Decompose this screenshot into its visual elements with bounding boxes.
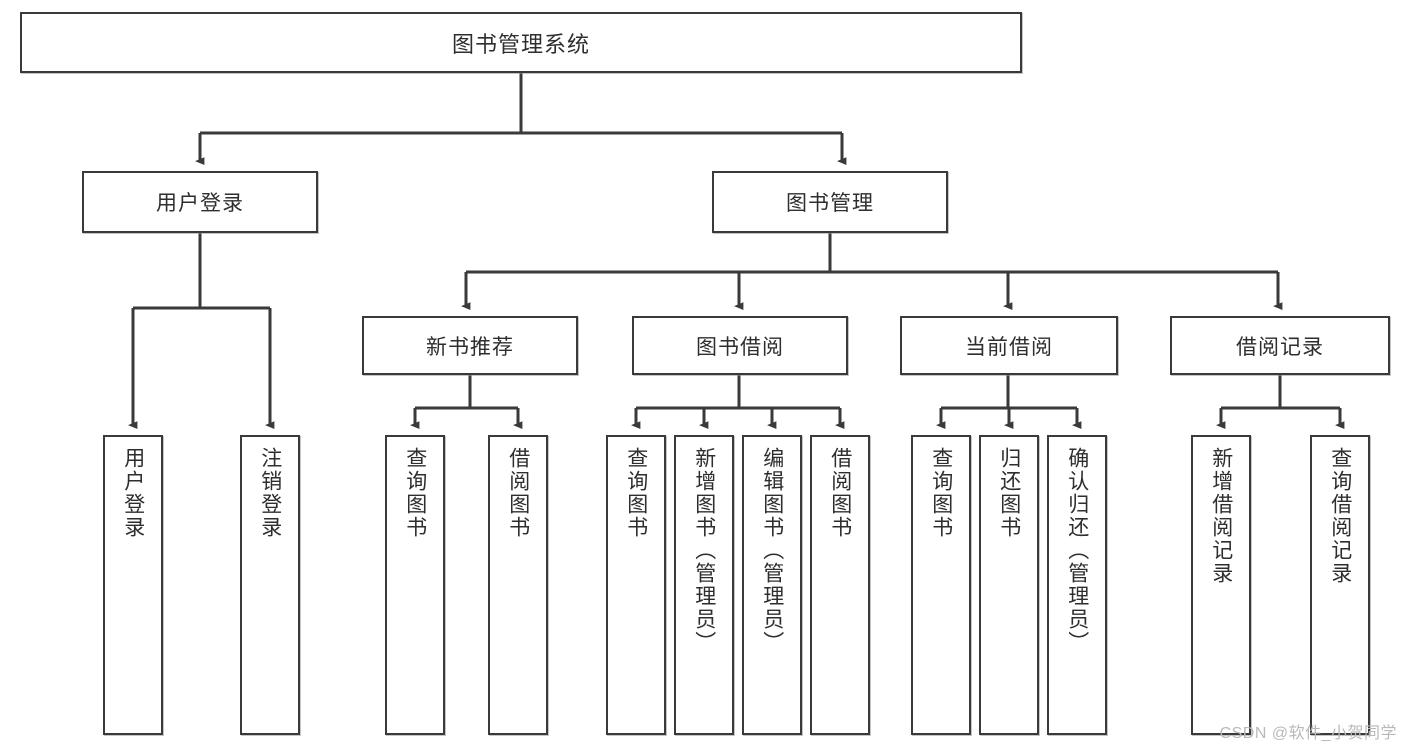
node-new-book-recommend-label: 新书推荐 xyxy=(426,335,514,359)
leaf-borrow-borrow-book[interactable]: 借阅图书 xyxy=(810,435,870,735)
leaf-borrow-query-book[interactable]: 查询图书 xyxy=(606,435,666,735)
leaf-label: 注销登录 xyxy=(258,447,282,539)
leaf-label: 查询借阅记录 xyxy=(1328,447,1352,585)
csdn-watermark: CSDN @软件_小贺同学 xyxy=(1219,725,1397,742)
leaf-label: 确认归还（管理员） xyxy=(1065,447,1089,654)
leaf-new-book-query[interactable]: 查询图书 xyxy=(385,435,445,735)
leaf-label: 查询图书 xyxy=(403,447,427,539)
leaf-user-login-signin[interactable]: 用户登录 xyxy=(103,435,163,735)
leaf-label: 借阅图书 xyxy=(506,447,530,539)
leaf-current-confirm-return-admin[interactable]: 确认归还（管理员） xyxy=(1047,435,1107,735)
leaf-label: 用户登录 xyxy=(121,447,145,539)
leaf-record-add-record[interactable]: 新增借阅记录 xyxy=(1191,435,1251,735)
leaf-new-book-borrow[interactable]: 借阅图书 xyxy=(488,435,548,735)
leaf-record-query-record[interactable]: 查询借阅记录 xyxy=(1310,435,1370,735)
node-user-login-label: 用户登录 xyxy=(156,192,244,215)
leaf-borrow-add-book-admin[interactable]: 新增图书（管理员） xyxy=(674,435,734,735)
node-book-borrow-label: 图书借阅 xyxy=(696,335,784,359)
leaf-label: 查询图书 xyxy=(624,447,648,539)
leaf-label: 借阅图书 xyxy=(828,447,852,539)
leaf-label: 新增图书（管理员） xyxy=(692,447,716,654)
node-current-borrow-label: 当前借阅 xyxy=(965,335,1053,359)
leaf-label: 编辑图书（管理员） xyxy=(760,447,784,654)
leaf-current-query-book[interactable]: 查询图书 xyxy=(911,435,971,735)
node-book-management[interactable]: 图书管理 xyxy=(712,171,948,233)
leaf-borrow-edit-book-admin[interactable]: 编辑图书（管理员） xyxy=(742,435,802,735)
node-borrow-record[interactable]: 借阅记录 xyxy=(1170,316,1390,375)
leaf-label: 归还图书 xyxy=(997,447,1021,539)
node-user-login[interactable]: 用户登录 xyxy=(82,171,318,233)
leaf-label: 新增借阅记录 xyxy=(1209,447,1233,585)
node-book-management-label: 图书管理 xyxy=(786,192,874,215)
leaf-user-login-signout[interactable]: 注销登录 xyxy=(240,435,300,735)
node-borrow-record-label: 借阅记录 xyxy=(1236,335,1324,359)
node-book-borrow[interactable]: 图书借阅 xyxy=(632,316,848,375)
node-current-borrow[interactable]: 当前借阅 xyxy=(900,316,1118,375)
leaf-current-return-book[interactable]: 归还图书 xyxy=(979,435,1039,735)
leaf-label: 查询图书 xyxy=(929,447,953,539)
node-root-system[interactable]: 图书管理系统 xyxy=(20,12,1022,73)
node-root-label: 图书管理系统 xyxy=(451,31,590,57)
node-new-book-recommend[interactable]: 新书推荐 xyxy=(362,316,578,375)
